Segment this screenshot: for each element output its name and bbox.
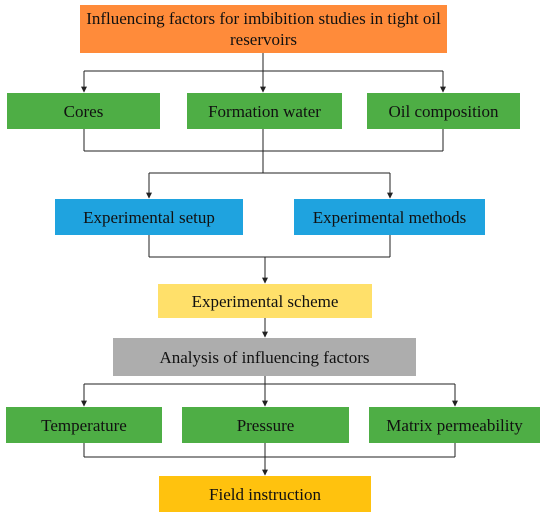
node-matrix-permeability: Matrix permeability [369,407,540,443]
node-field-instruction: Field instruction [159,476,371,512]
node-experimental-scheme: Experimental scheme [158,284,372,318]
node-experimental-methods: Experimental methods [294,199,485,235]
node-pressure: Pressure [182,407,349,443]
node-root: Influencing factors for imbibition studi… [80,5,447,53]
node-temperature: Temperature [6,407,162,443]
node-cores: Cores [7,93,160,129]
node-oil-composition: Oil composition [367,93,520,129]
node-experimental-setup: Experimental setup [55,199,243,235]
node-analysis-of-influencing-factors: Analysis of influencing factors [113,338,416,376]
node-formation-water: Formation water [187,93,342,129]
